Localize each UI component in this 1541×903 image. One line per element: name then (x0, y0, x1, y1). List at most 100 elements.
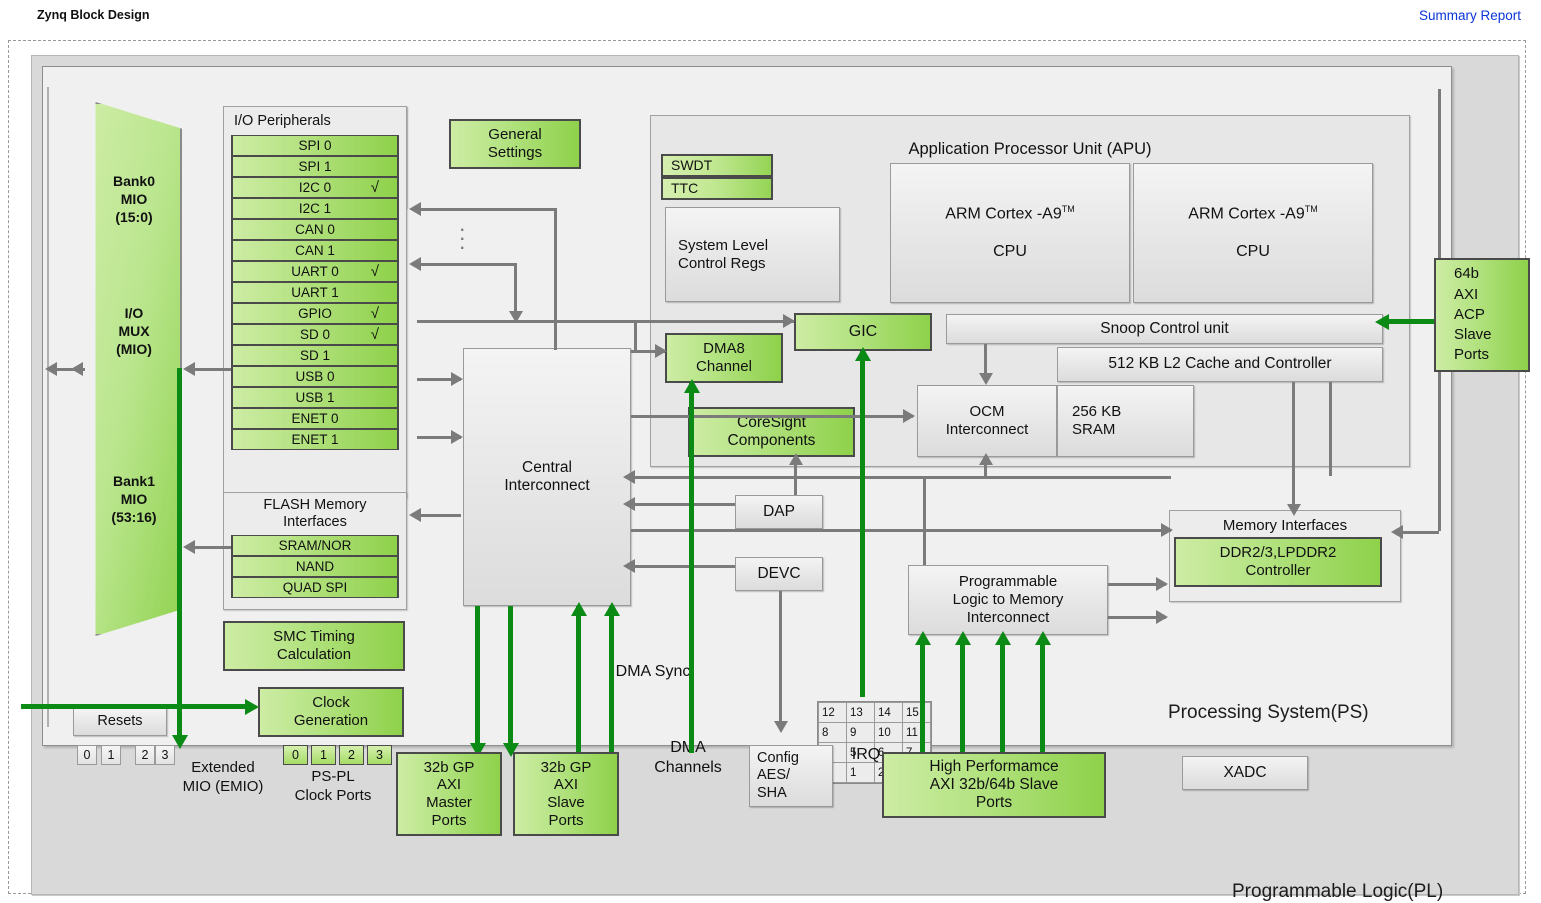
resets-block[interactable]: Resets (73, 708, 167, 736)
peripheral-row-spi-0[interactable]: SPI 0 (231, 135, 399, 156)
wire-arrow-snoop-ocm (979, 373, 993, 385)
peripheral-label: CAN 0 (295, 222, 335, 237)
peripheral-row-enet-1[interactable]: ENET 1 (231, 429, 399, 450)
peripheral-label: ENET 0 (291, 411, 339, 426)
wire-arrow-devc-config (774, 721, 788, 733)
flash-row-quad-spi[interactable]: QUAD SPI (231, 577, 399, 598)
ps-pl-clock-port-3[interactable]: 3 (367, 745, 392, 765)
wire-arrow-ci-devc (623, 559, 635, 573)
wire-plmem-ddr1 (1108, 583, 1166, 586)
peripheral-label: SD 1 (299, 348, 330, 363)
wire-mio-peripherals (191, 368, 231, 371)
wire-ci-dma (631, 350, 665, 353)
gic-block[interactable]: GIC (794, 313, 932, 351)
ps-left-rail (47, 87, 49, 727)
irq-cell-10[interactable]: 10 (874, 722, 903, 743)
irq-cell-8[interactable]: 8 (818, 722, 847, 743)
peripheral-row-uart-0[interactable]: UART 0√ (231, 261, 399, 282)
peripheral-row-usb-1[interactable]: USB 1 (231, 387, 399, 408)
swdt-block[interactable]: SWDT (661, 154, 773, 177)
flash-row-nand[interactable]: NAND (231, 556, 399, 577)
page-title: Zynq Block Design (37, 8, 150, 22)
flash-row-sram-nor[interactable]: SRAM/NOR (231, 535, 399, 556)
wire-ci-dap (631, 503, 735, 506)
peripheral-row-i2c-1[interactable]: I2C 1 (231, 198, 399, 219)
wire-l2-mem (1292, 382, 1295, 510)
irq-cell-11[interactable]: 11 (902, 722, 931, 743)
reset-port-0[interactable]: 0 (77, 745, 97, 765)
ps-pl-clock-port-1[interactable]: 1 (311, 745, 336, 765)
irq-cell-12[interactable]: 12 (818, 702, 847, 723)
snoop-control-unit-block[interactable]: Snoop Control unit (946, 314, 1383, 344)
wire-gpio-gic (634, 320, 794, 323)
wire-devc-config (779, 591, 782, 727)
peripheral-row-can-1[interactable]: CAN 1 (231, 240, 399, 261)
summary-report-link[interactable]: Summary Report (1418, 8, 1521, 23)
irq-cell-15[interactable]: 15 (902, 702, 931, 723)
wire-arrow-plmem-ddr1 (1156, 577, 1168, 591)
block-design-canvas[interactable]: Programmable Logic(PL) Processing System… (0, 32, 1541, 902)
trademark-0: TM (1061, 204, 1075, 215)
irq-cell-13[interactable]: 13 (846, 702, 875, 723)
peripheral-row-sd-0[interactable]: SD 0√ (231, 324, 399, 345)
ttc-block[interactable]: TTC (661, 177, 773, 200)
irq-cell-1[interactable]: 1 (846, 762, 875, 783)
xadc-block[interactable]: XADC (1182, 756, 1308, 790)
wire-ci-mem (631, 529, 1171, 532)
reset-port-1[interactable]: 1 (101, 745, 121, 765)
irq-cell-9[interactable]: 9 (846, 722, 875, 743)
ps-pl-clock-port-2[interactable]: 2 (339, 745, 364, 765)
wire-dap-coresight (794, 459, 797, 495)
programmable-logic-region[interactable]: Programmable Logic(PL) Processing System… (21, 55, 1530, 902)
peripheral-row-enet-0[interactable]: ENET 0 (231, 408, 399, 429)
green-dma-arrow (684, 379, 700, 393)
devc-block[interactable]: DEVC (735, 557, 823, 591)
ps-pl-clock-port-0[interactable]: 0 (283, 745, 308, 765)
green-acp-line (1385, 319, 1465, 324)
ps-label: Processing System(PS) (1168, 702, 1369, 723)
irq-cell-14[interactable]: 14 (874, 702, 903, 723)
peripheral-row-usb-0[interactable]: USB 0 (231, 366, 399, 387)
peripheral-row-spi-1[interactable]: SPI 1 (231, 156, 399, 177)
green-emio-arrow (172, 735, 188, 749)
wire-plmem-ddr2 (1108, 616, 1166, 619)
peripheral-label: USB 1 (295, 390, 335, 405)
green-hp-1 (920, 639, 925, 759)
wire-snoop-ocm (984, 344, 987, 378)
reset-port-3[interactable]: 3 (155, 745, 175, 765)
memory-interfaces-title: Memory Interfaces (1222, 517, 1348, 534)
l2-cache-block[interactable]: 512 KB L2 Cache and Controller (1057, 347, 1383, 382)
peripheral-row-sd-1[interactable]: SD 1 (231, 345, 399, 366)
dap-block[interactable]: DAP (735, 495, 823, 529)
reset-port-2[interactable]: 2 (135, 745, 155, 765)
peripheral-row-can-0[interactable]: CAN 0 (231, 219, 399, 240)
peripheral-label: GPIO (298, 306, 332, 321)
peripheral-row-i2c-0[interactable]: I2C 0√ (231, 177, 399, 198)
flash-label: SRAM/NOR (278, 538, 352, 553)
peripheral-row-gpio[interactable]: GPIO√ (231, 303, 399, 324)
peripheral-row-uart-1[interactable]: UART 1 (231, 282, 399, 303)
